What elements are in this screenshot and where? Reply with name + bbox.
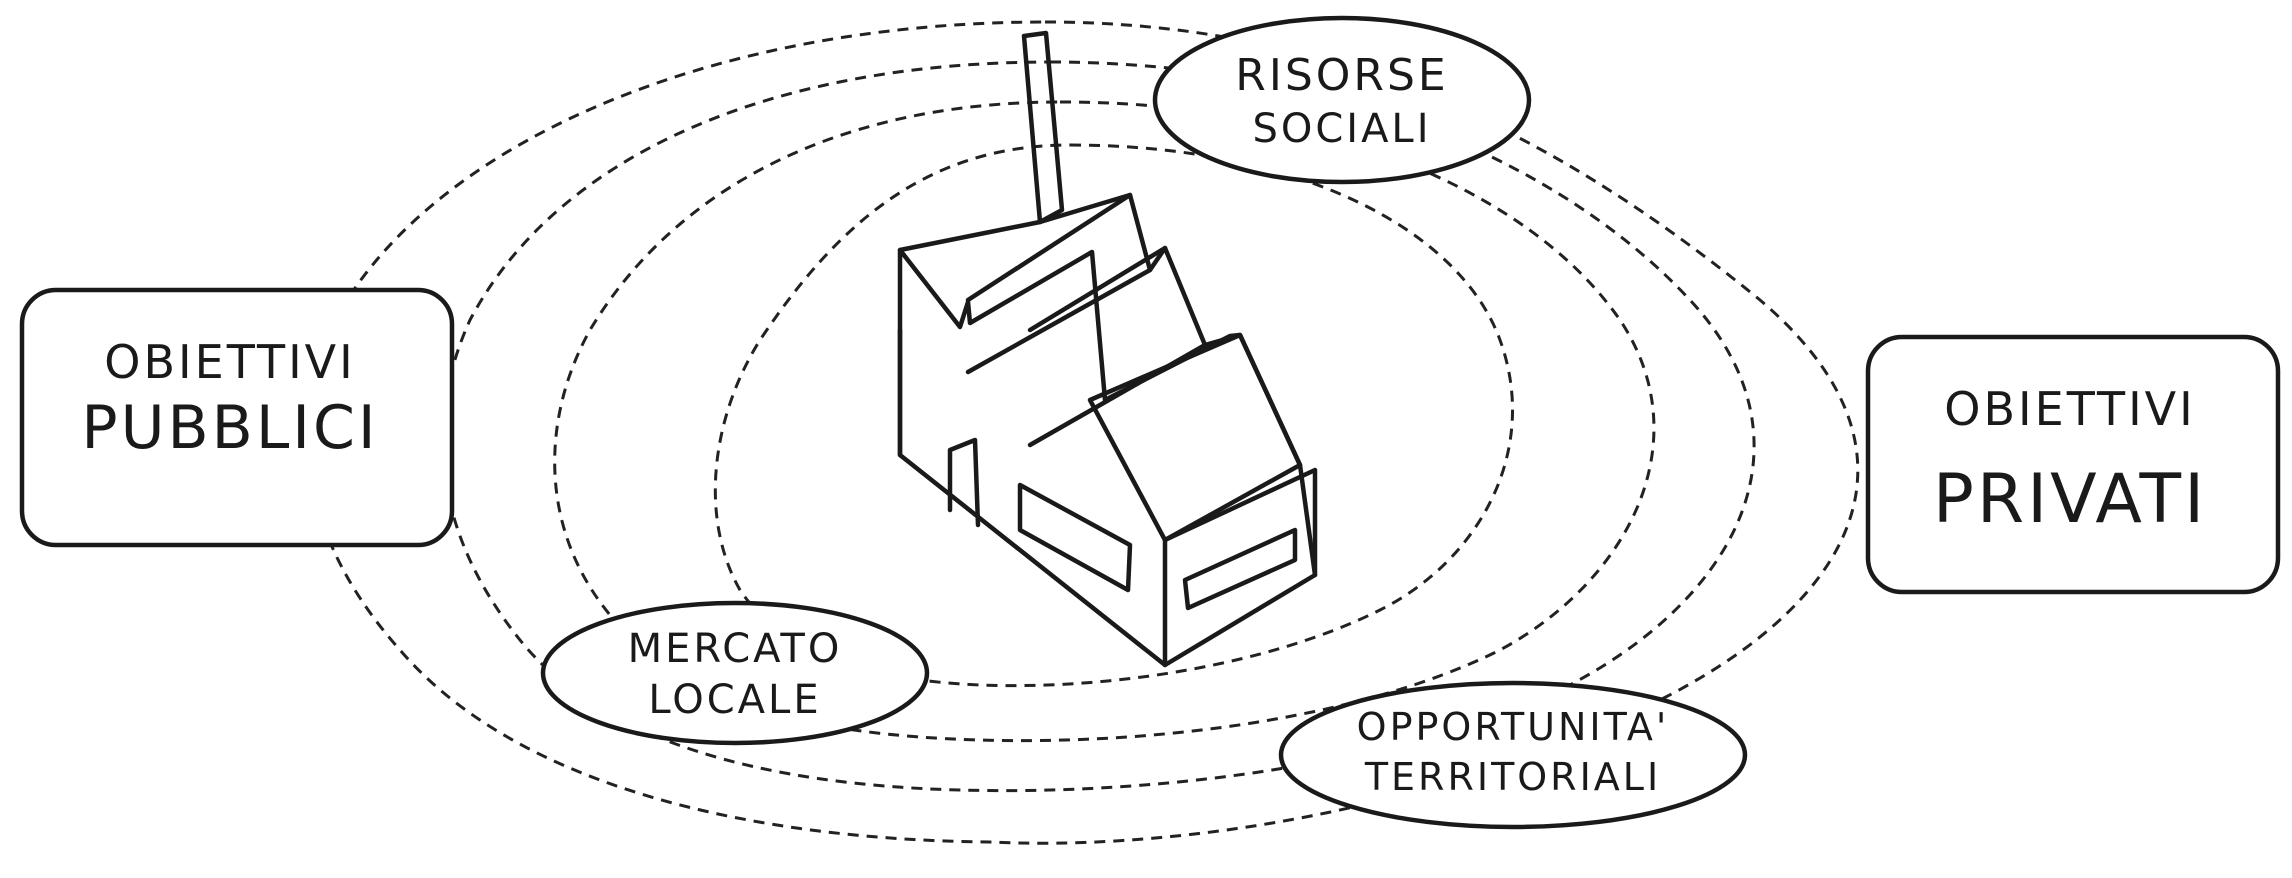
obiettivi-pubblici-line1: OBIETTIVI	[104, 335, 355, 389]
risorse-sociali-line2: SOCIALI	[1252, 106, 1431, 152]
risorse-sociali-line1: RISORSE	[1235, 50, 1448, 101]
node-obiettivi-privati: OBIETTIVI PRIVATI	[1865, 334, 2281, 595]
factory-roof-3	[1027, 245, 1303, 543]
obiettivi-privati-line2: PRIVATI	[1933, 460, 2207, 539]
factory-roof-2	[965, 192, 1208, 448]
opportunita-territoriali-ellipse	[1278, 680, 1748, 830]
orbit-line-3	[553, 100, 1656, 743]
mercato-locale-ellipse	[540, 600, 930, 746]
risorse-sociali-ellipse	[1152, 15, 1532, 185]
factory-front-edge	[897, 327, 1318, 668]
factory-chimney	[1021, 30, 1065, 225]
factory-building	[897, 247, 1318, 668]
obiettivi-pubblici-box	[19, 287, 455, 548]
mercato-locale-line1: MERCATO	[628, 626, 843, 672]
factory-door	[947, 437, 981, 528]
factory-icon	[897, 30, 1318, 668]
mercato-locale-line2: LOCALE	[648, 677, 821, 723]
obiettivi-privati-line1: OBIETTIVI	[1944, 382, 2195, 436]
node-opportunita-territoriali: OPPORTUNITA' TERRITORIALI	[1278, 680, 1748, 830]
orbit-line-2	[441, 60, 1756, 793]
factory-side-window	[1017, 482, 1133, 593]
factory-roof-1	[897, 192, 1153, 375]
node-risorse-sociali: RISORSE SOCIALI	[1152, 15, 1532, 185]
factory-front-window	[1182, 527, 1298, 611]
orbit-line-4	[713, 143, 1515, 688]
obiettivi-privati-box	[1865, 334, 2281, 595]
orbit-lines	[306, 20, 1860, 845]
opportunita-territoriali-line2: TERRITORIALI	[1364, 755, 1661, 799]
node-obiettivi-pubblici: OBIETTIVI PUBBLICI	[19, 287, 455, 548]
node-mercato-locale: MERCATO LOCALE	[540, 600, 930, 746]
obiettivi-pubblici-line2: PUBBLICI	[81, 393, 378, 463]
opportunita-territoriali-line1: OPPORTUNITA'	[1357, 705, 1670, 749]
